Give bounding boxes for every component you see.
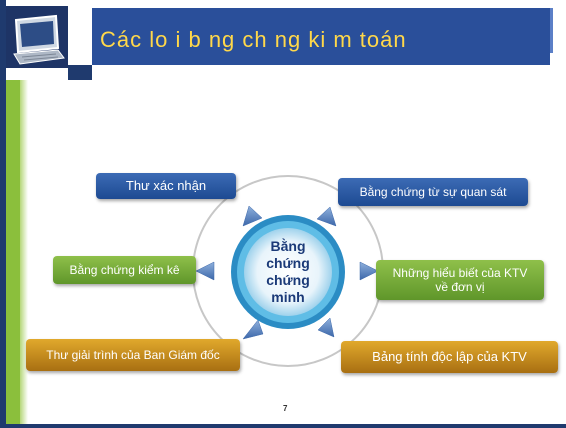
node-kiem-ke-label: Bằng chứng kiểm kê bbox=[69, 263, 180, 277]
node-kiem-ke: Bằng chứng kiểm kê bbox=[53, 256, 196, 284]
arrow-down-left bbox=[242, 319, 264, 340]
node-hieu-biet: Những hiểu biết của KTV về đơn vị bbox=[376, 260, 544, 300]
arrows bbox=[195, 205, 379, 340]
header-underline bbox=[68, 65, 92, 80]
left-accent-stripe bbox=[6, 80, 20, 424]
node-hieu-biet-line1: Những hiểu biết của KTV bbox=[392, 266, 528, 280]
slide-title: Các lo i b ng ch ng ki m toán bbox=[100, 27, 407, 52]
center-line-2: chứng bbox=[266, 255, 310, 271]
center-line-1: Bằng bbox=[270, 238, 306, 254]
node-thu-xac-nhan-label: Thư xác nhận bbox=[125, 178, 207, 193]
node-thu-xac-nhan: Thư xác nhận bbox=[96, 173, 236, 199]
node-quan-sat-label: Bằng chứng từ sự quan sát bbox=[359, 185, 507, 199]
header-bar bbox=[92, 8, 550, 65]
node-quan-sat: Bằng chứng từ sự quan sát bbox=[338, 178, 528, 206]
page-number: 7 bbox=[283, 404, 288, 413]
center-line-3: chứng bbox=[266, 272, 310, 288]
arrow-up-left bbox=[242, 205, 263, 227]
node-bang-tinh: Bảng tính độc lập của KTV bbox=[341, 341, 558, 373]
node-giai-trinh-label: Thư giải trình của Ban Giám đốc bbox=[46, 348, 220, 362]
slide-frame-bottom bbox=[0, 424, 566, 428]
arrow-down-right bbox=[317, 317, 335, 338]
center-inner-disk bbox=[244, 228, 332, 316]
center-line-4: minh bbox=[271, 289, 305, 305]
node-giai-trinh: Thư giải trình của Ban Giám đốc bbox=[26, 339, 240, 371]
node-bang-tinh-label: Bảng tính độc lập của KTV bbox=[372, 349, 527, 364]
header-accent bbox=[550, 8, 553, 53]
arrow-right bbox=[359, 261, 379, 281]
arrow-up-right bbox=[316, 206, 337, 227]
center-label: Bằng chứng chứng minh bbox=[248, 238, 328, 306]
computer-logo-icon bbox=[6, 6, 68, 68]
slide-frame-left bbox=[0, 0, 6, 428]
arrow-left bbox=[195, 261, 215, 281]
left-accent-gradient bbox=[20, 80, 28, 424]
node-hieu-biet-line2: về đơn vị bbox=[435, 280, 485, 294]
